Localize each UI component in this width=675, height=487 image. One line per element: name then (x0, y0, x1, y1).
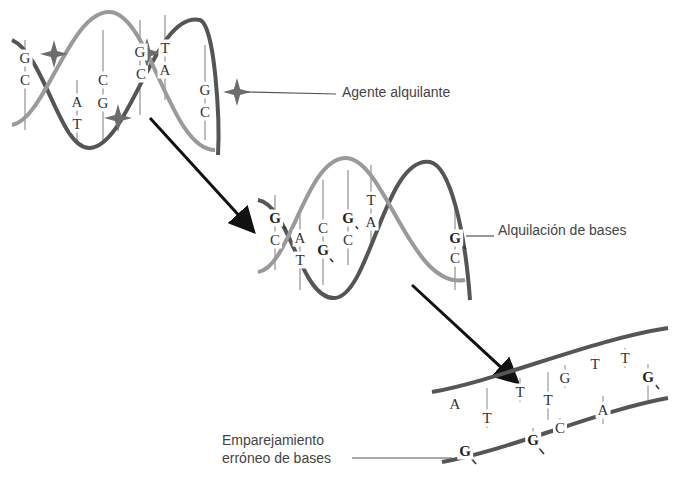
base-letter: C (198, 104, 212, 121)
alkylated-base: G (447, 230, 463, 247)
base-letter: T (480, 410, 493, 427)
alkylated-base: G (315, 242, 331, 259)
base-letter: C (553, 420, 567, 437)
base-letter: A (158, 62, 173, 79)
base-letter: G (133, 44, 148, 61)
process-arrow (412, 285, 518, 383)
base-letter: A (293, 230, 308, 247)
alkylated-base: G (340, 210, 356, 227)
base-letter: C (134, 66, 148, 83)
alkyl-mark (281, 223, 659, 464)
process-arrow (150, 118, 254, 232)
leader-line (466, 235, 494, 236)
base-letter: A (364, 214, 379, 231)
base-letter: G (558, 370, 573, 387)
alkylating-agent (40, 40, 68, 68)
base-letter: C (96, 72, 110, 89)
base-letter: G (198, 82, 213, 99)
leader-line (352, 457, 452, 458)
base-letter: C (18, 72, 32, 89)
base-pair-rungs (275, 165, 455, 290)
dna-strand (12, 12, 215, 150)
base-stubs (455, 348, 648, 458)
base-letter: A (70, 94, 85, 111)
alkylated-base: G (267, 210, 283, 227)
base-letter: T (618, 350, 631, 367)
base-letter: C (268, 232, 282, 249)
base-letter: C (341, 232, 355, 249)
alkylated-base: G (525, 432, 541, 449)
base-letter: T (70, 116, 83, 133)
base-letter: G (96, 95, 111, 112)
callout-label: Agente alquilante (342, 84, 492, 102)
base-letter: T (293, 252, 306, 269)
dna-strand (442, 398, 668, 462)
base-letter: C (448, 250, 462, 267)
base-letter: A (596, 402, 611, 419)
alkylated-base: G (640, 369, 656, 386)
dna-strand (432, 328, 668, 392)
alkylated-base: G (457, 443, 473, 460)
base-letter: A (448, 396, 463, 413)
base-letter: T (541, 392, 554, 409)
base-letter: T (588, 356, 601, 373)
base-letter: T (158, 40, 171, 57)
callout-label: Alquilación de bases (498, 222, 628, 240)
base-letter: C (316, 220, 330, 237)
base-letter: G (18, 50, 33, 67)
base-letter: T (513, 384, 526, 401)
leader-line (246, 92, 336, 94)
callout-label: Emparejamiento erróneo de bases (222, 432, 350, 467)
dna-strand (258, 158, 465, 281)
base-letter: T (364, 192, 377, 209)
